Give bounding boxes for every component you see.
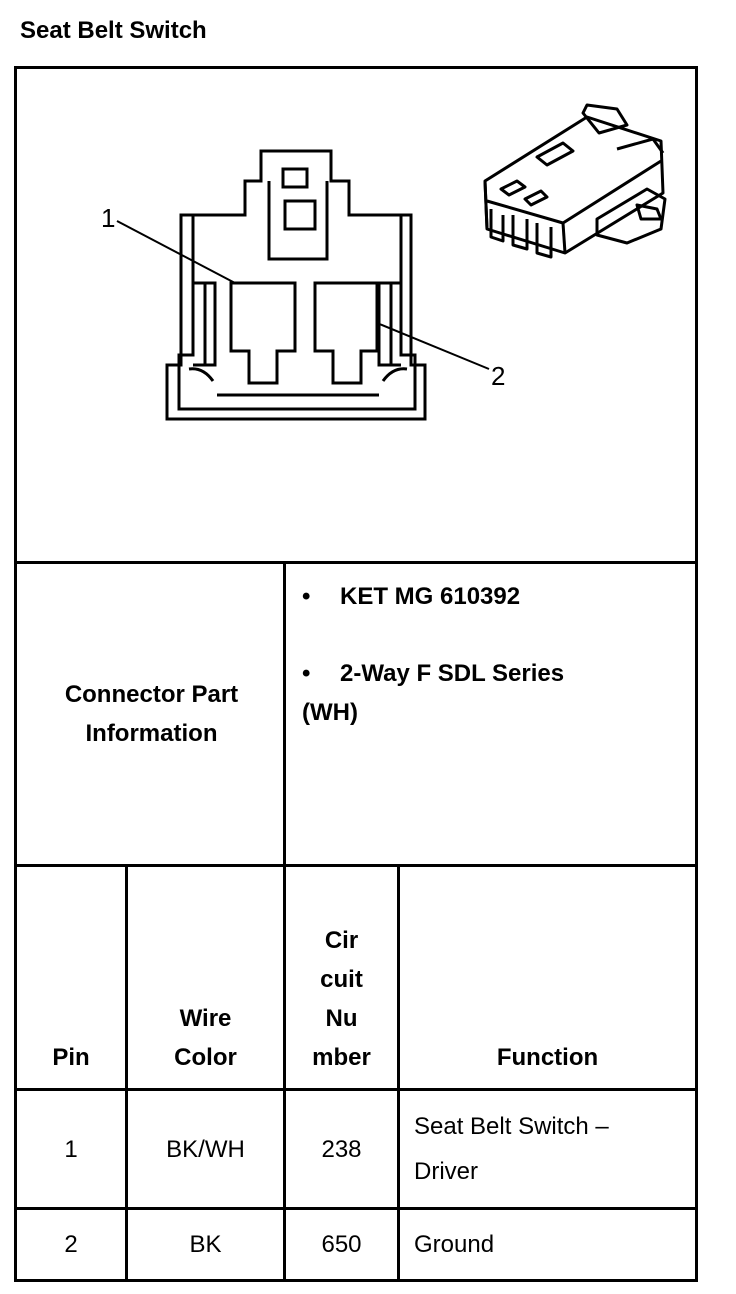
row2-function: Ground [414,1231,495,1258]
pin1-leader-line [116,220,236,284]
pin2-label: 2 [491,361,505,391]
header-wire-color: Wire Color [174,1005,237,1071]
row2-wire-color: BK [189,1231,222,1258]
row1-function: Seat Belt Switch – Driver [414,1113,609,1185]
divider-vertical-info [283,561,286,1279]
connector-info-label: Connector Part Information [64,681,239,747]
divider-diagram [17,561,695,564]
divider-info [17,864,695,867]
row1-pin: 1 [64,1135,78,1163]
row1-circuit: 238 [321,1135,362,1163]
connector-face-drawing [165,149,427,421]
divider-header [17,1088,695,1091]
divider-vertical-pin [125,864,128,1279]
connector-part-list: • KET MG 610392 • 2-Way F SDL Series (WH… [302,577,692,732]
connector-iso-drawing [483,103,667,259]
pin1-label: 1 [101,203,115,233]
divider-vertical-circuit [397,864,400,1279]
row2-circuit: 650 [321,1231,362,1258]
part-item-2: • 2-Way F SDL Series [302,660,565,687]
connector-diagram: 1 2 [101,103,667,421]
row2-pin: 2 [64,1231,78,1258]
page-title: Seat Belt Switch [20,17,207,44]
row1-wire-color: BK/WH [166,1135,245,1163]
connector-table: 1 2 Connector Part Informa [14,66,698,1282]
header-pin: Pin [52,1044,90,1071]
header-function: Function [496,1044,599,1071]
pin2-leader-line [376,322,490,370]
divider-row1 [17,1207,695,1210]
part-item-1: • KET MG 610392 [302,583,521,610]
header-circuit-number: Cir cuit Nu mber [312,927,371,1071]
